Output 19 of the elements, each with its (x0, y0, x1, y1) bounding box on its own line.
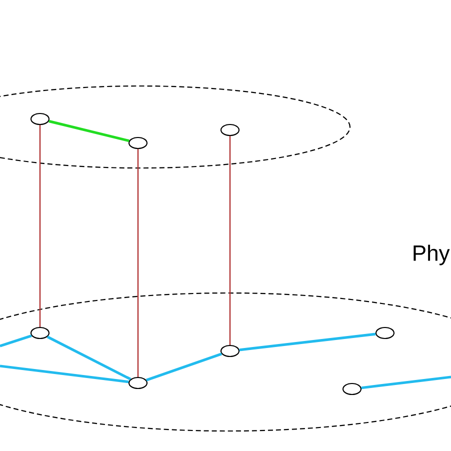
connector-line (239, 332, 376, 352)
connector-line (48, 120, 130, 142)
node-ellipse (128, 376, 148, 390)
connector-line (361, 376, 451, 390)
connector-line (137, 149, 139, 377)
node-ellipse (375, 326, 395, 340)
layer-label: Phy (414, 244, 450, 266)
node-ellipse (30, 112, 50, 126)
node-ellipse (220, 124, 240, 136)
connector-line (0, 334, 32, 348)
node-ellipse (128, 136, 148, 150)
connector-line (146, 352, 222, 382)
node-ellipse (30, 326, 50, 340)
connector-line (229, 136, 231, 345)
connector-line (0, 364, 129, 384)
node-ellipse (342, 382, 362, 396)
node-ellipse (220, 344, 240, 358)
connector-line (39, 125, 41, 327)
connector-line (46, 336, 132, 380)
